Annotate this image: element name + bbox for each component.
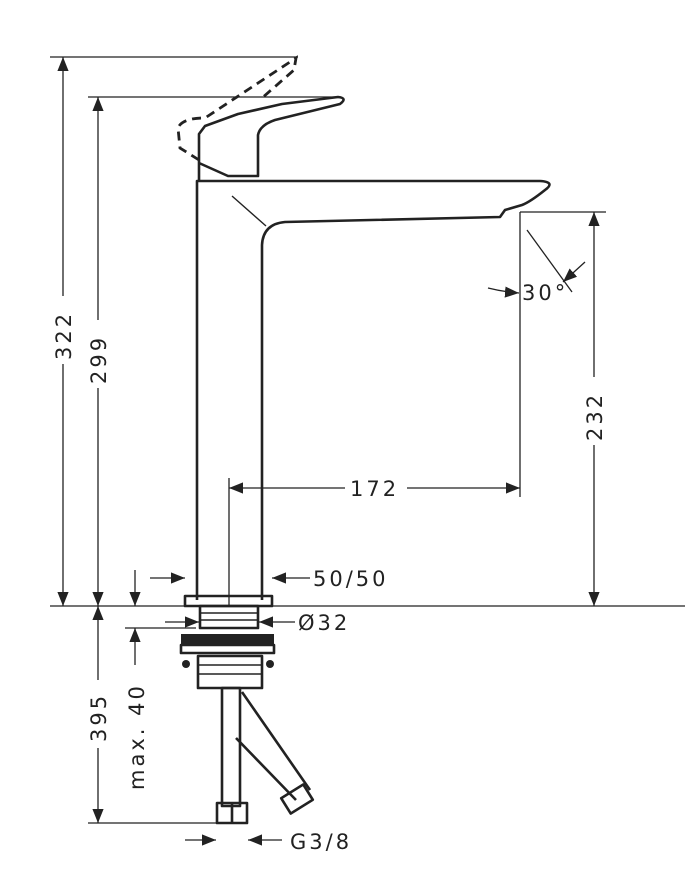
label-total-height: 322: [52, 311, 76, 360]
label-base-width: 50/50: [313, 567, 389, 591]
faucet-body: [176, 55, 551, 600]
label-hose-length: 395: [87, 693, 111, 742]
dimension-labels: 322 299 232 395 max. 40 172 30° 50/50 Ø3…: [52, 281, 607, 854]
label-spout-height: 232: [583, 392, 607, 441]
label-handle-height: 299: [87, 335, 111, 384]
reference-lines: [50, 56, 685, 824]
lever-handle: [197, 95, 345, 182]
label-connection: G3/8: [290, 830, 352, 854]
label-thread-diameter: Ø32: [298, 611, 350, 635]
mounting-assembly: [179, 594, 315, 825]
label-flow-angle: 30°: [522, 281, 568, 305]
label-max-deck: max. 40: [125, 683, 149, 790]
label-spout-reach: 172: [350, 477, 399, 501]
lever-open-position: [176, 55, 298, 162]
